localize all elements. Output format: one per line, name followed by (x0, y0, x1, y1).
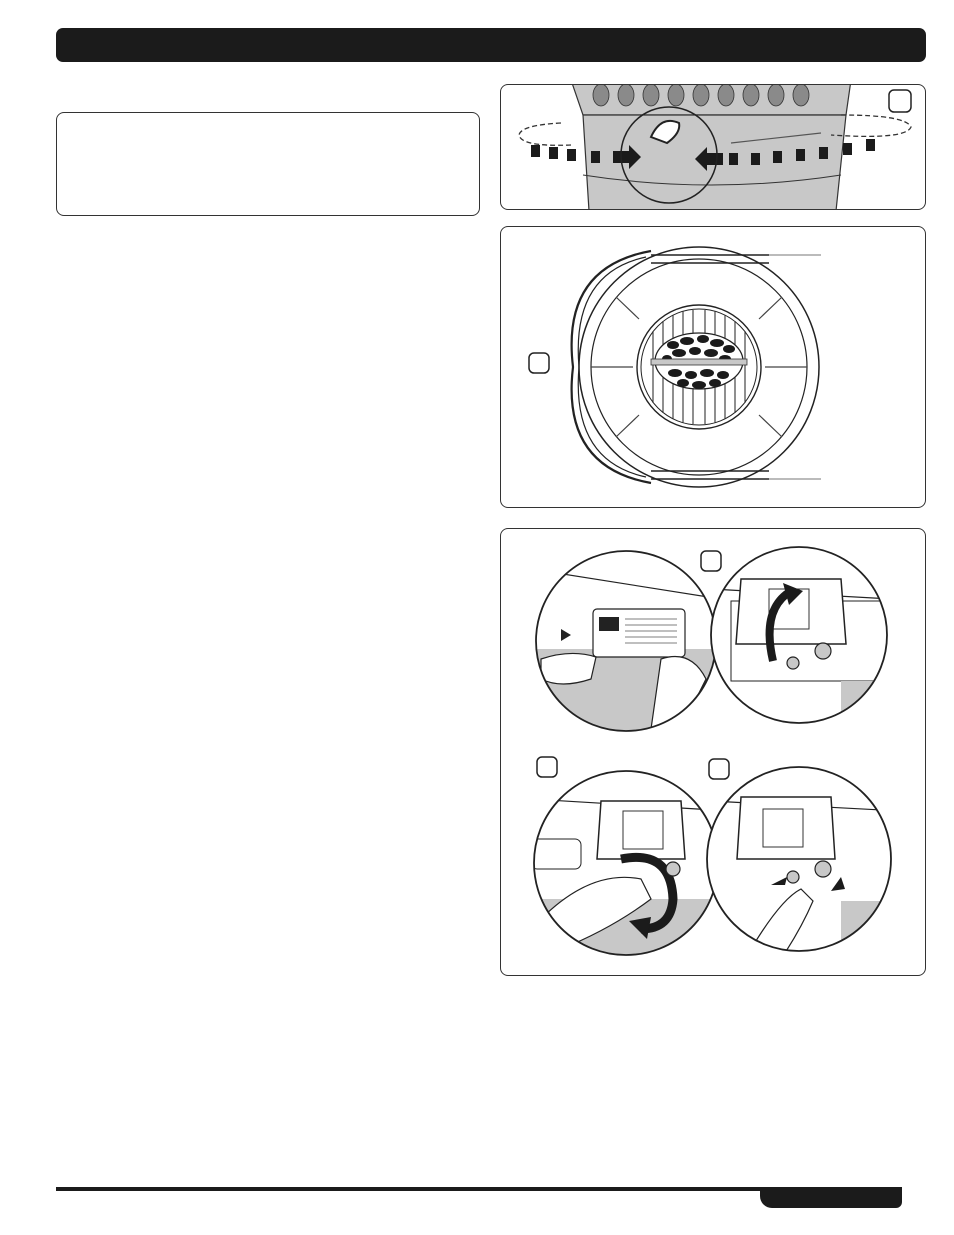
figure-grill-side-handles (500, 84, 926, 210)
push-arrow-icon (831, 877, 845, 891)
grill-top-view-illustration (528, 246, 821, 488)
footer-rule (56, 1187, 902, 1191)
hand-icon (540, 876, 652, 950)
step-label-box (708, 758, 730, 780)
callout-label-box (888, 89, 912, 113)
step-label-box (536, 756, 558, 778)
footer-page-tab (760, 1188, 902, 1208)
grill-side-handles-illustration (518, 85, 912, 209)
figure-control-panel-steps (500, 528, 926, 976)
notice-box (56, 112, 480, 216)
callout-label-box (528, 352, 550, 374)
control-panel-illustration (533, 546, 892, 956)
hand-icon (750, 888, 814, 951)
rotate-arrow-icon (765, 587, 794, 662)
hand-icon (650, 655, 707, 730)
step-label-box (700, 550, 722, 572)
hand-icon (540, 652, 597, 685)
push-arrow-icon (771, 877, 787, 885)
figure-grill-top-view (500, 226, 926, 508)
header-bar (56, 28, 926, 62)
rotate-arrow-icon (620, 852, 678, 934)
push-arrow-icon (613, 145, 641, 169)
